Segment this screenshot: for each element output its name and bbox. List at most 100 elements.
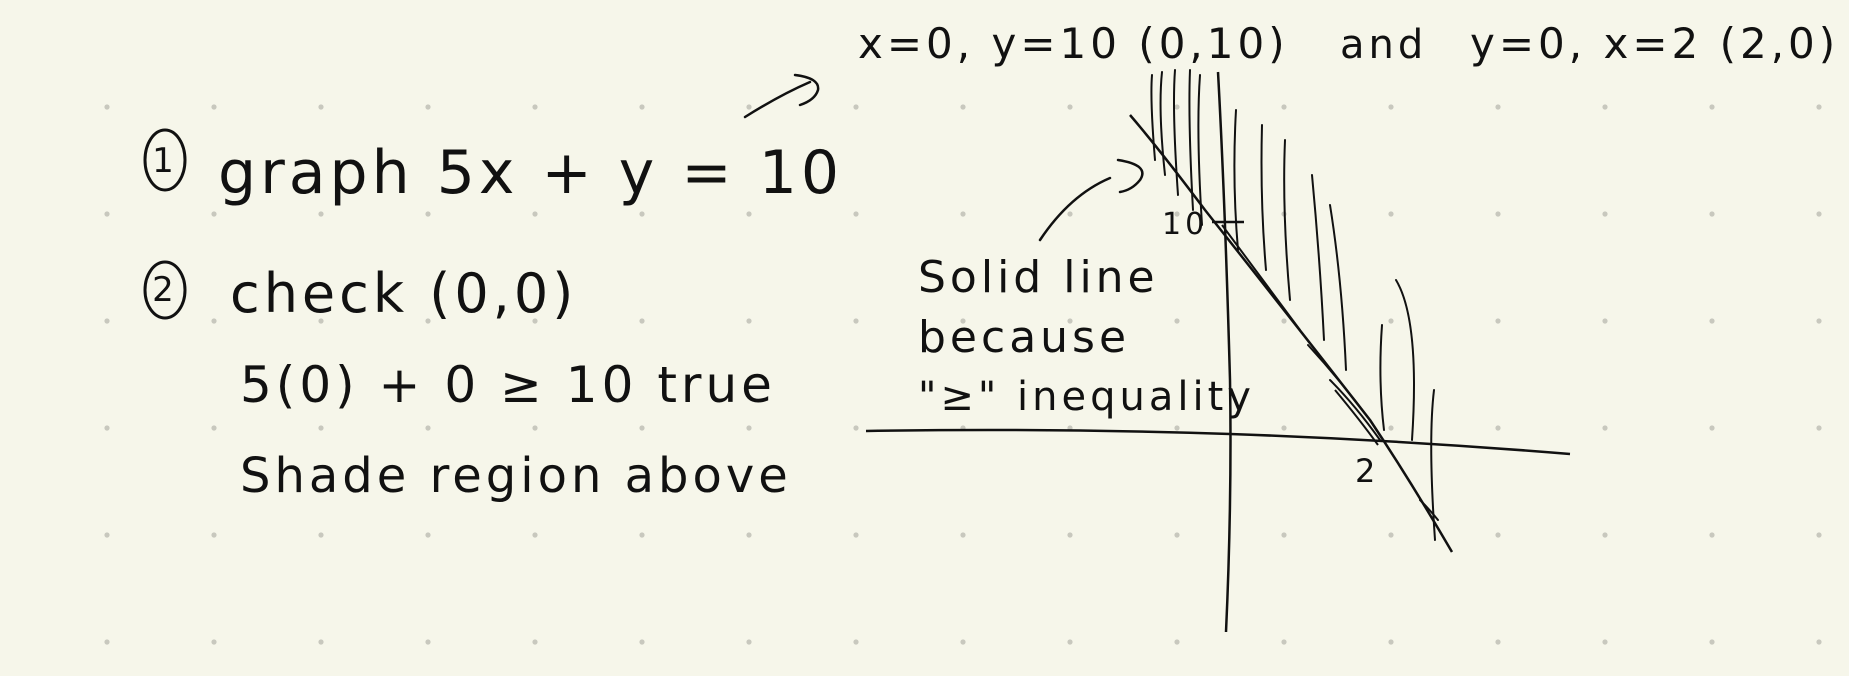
grid-dot [1709,532,1715,538]
grid-dot [1388,425,1394,431]
grid-dot [746,532,752,538]
grid-dot [960,104,966,110]
grid-dot [104,318,110,324]
grid-dot [853,425,859,431]
boundary-line [1129,114,1454,553]
grid-dot [318,104,324,110]
grid-dot [1281,104,1287,110]
step-2-text: check (0,0) [230,262,577,325]
grid-dot [425,318,431,324]
grid-dot [1067,639,1073,645]
grid-dot [639,104,645,110]
grid-dot [211,639,217,645]
grid-dot [532,532,538,538]
intercepts-part2: y=0, x=2 (2,0) [1470,19,1839,68]
work-line-check: 5(0) + 0 ≥ 10 true [240,356,776,414]
grid-dot [532,639,538,645]
grid-dot [1816,639,1822,645]
grid-dot [1602,532,1608,538]
grid-dot [1495,639,1501,645]
grid-dot [318,532,324,538]
grid-dot [1281,532,1287,538]
grid-dot [853,318,859,324]
grid-dot [1602,318,1608,324]
grid-dot [1816,532,1822,538]
grid-dot [1816,318,1822,324]
grid-dot [104,211,110,217]
dot-grid [104,104,1822,645]
step-1-text: graph 5x + y = 10 [218,138,843,208]
grid-dot [1174,104,1180,110]
step-1-circle [143,128,187,192]
grid-dot [104,425,110,431]
grid-dot [1174,532,1180,538]
work-line-shade: Shade region above [240,448,792,504]
grid-dot [211,532,217,538]
x-intercept-label: 2 [1355,452,1379,490]
grid-dot [746,639,752,645]
grid-dot [1388,104,1394,110]
grid-dot [1709,211,1715,217]
grid-dot [1281,318,1287,324]
grid-dot [1709,639,1715,645]
grid-dot [639,211,645,217]
grid-dot [1709,318,1715,324]
grid-dot [425,104,431,110]
grid-dot [104,104,110,110]
step-1-number: 1 [152,141,178,181]
grid-dot [1709,104,1715,110]
grid-dot [853,211,859,217]
grid-dot [960,318,966,324]
grid-dot [1602,639,1608,645]
grid-dot [960,211,966,217]
grid-dot [639,318,645,324]
intercept-arrow [743,73,820,119]
grid-dot [1388,532,1394,538]
grid-dot [318,211,324,217]
grid-dot [1174,211,1180,217]
grid-dot [425,532,431,538]
grid-dot [1174,318,1180,324]
grid-dot [1388,211,1394,217]
solid-line-note-line-1: Solid line [918,252,1159,303]
boundary-line-retrace [1221,224,1379,446]
grid-dot [1388,639,1394,645]
shaded-region [1150,69,1439,541]
grid-dot [211,211,217,217]
grid-dot [746,318,752,324]
intercepts-connector: and [1340,22,1427,68]
y-axis [1216,71,1232,633]
grid-dot [532,104,538,110]
solid-line-arrow [1038,158,1144,242]
grid-dot [211,425,217,431]
grid-dot [211,318,217,324]
grid-dot [532,425,538,431]
grid-dot [746,104,752,110]
grid-dot [1495,425,1501,431]
grid-dot [532,318,538,324]
grid-dot [425,425,431,431]
x-axis [865,428,1571,456]
grid-dot [746,425,752,431]
solid-line-note-line-2: because [918,312,1130,363]
grid-dot [1174,639,1180,645]
grid-dot [1067,104,1073,110]
step-1: 1 graph 5x + y = 10 [143,128,843,208]
grid-dot [746,211,752,217]
grid-dot [1709,425,1715,431]
grid-dot [853,639,859,645]
grid-dot [425,639,431,645]
grid-dot [1388,318,1394,324]
grid-dot [1174,425,1180,431]
grid-dot [1281,639,1287,645]
grid-dot [1602,104,1608,110]
step-2-circle [143,260,187,320]
grid-dot [853,104,859,110]
grid-dot [318,318,324,324]
grid-dot [1816,211,1822,217]
grid-dot [1495,532,1501,538]
grid-dot [104,639,110,645]
grid-dot [318,639,324,645]
grid-dot [639,425,645,431]
